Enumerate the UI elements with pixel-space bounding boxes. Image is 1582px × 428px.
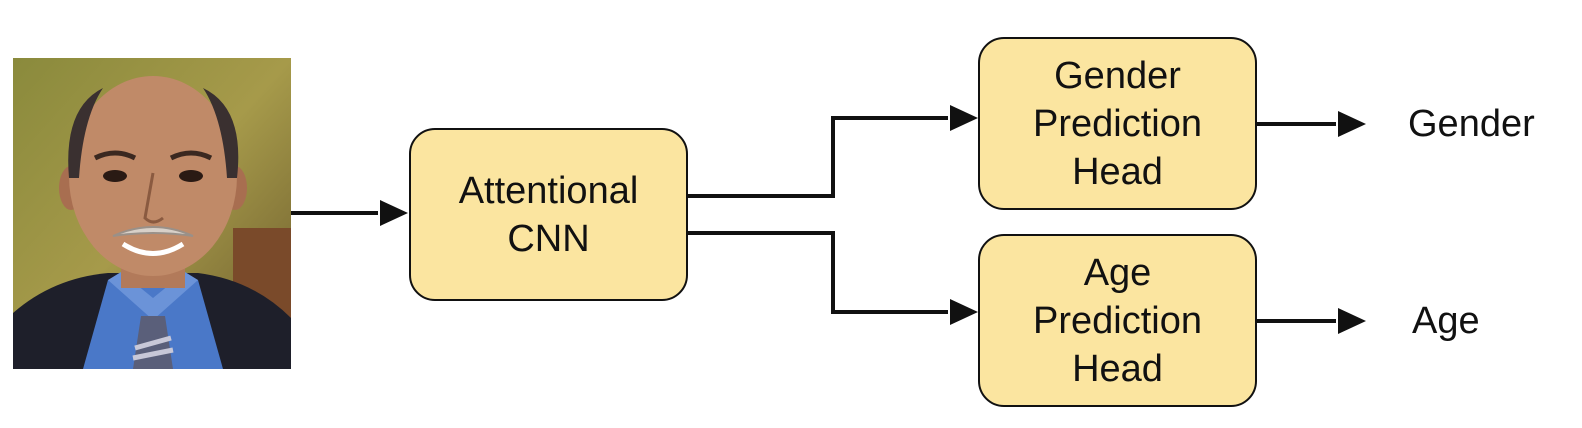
arrowhead-cnn [380,200,408,226]
age-head-label-line-3: Head [1072,347,1163,390]
gender-head-label-line-2: Prediction [1033,102,1202,145]
face-photo-icon [13,58,291,369]
arrow-cnn-to-age-head [688,231,948,314]
gender-prediction-head-box: Gender Prediction Head [978,37,1257,210]
age-head-label-line-1: Age [1083,251,1152,294]
cnn-label-line-2: CNN [507,217,590,260]
arrow-cnn-to-gender-head [688,116,948,198]
age-prediction-head-box: Age Prediction Head [978,234,1257,407]
arrowhead-age-output [1338,308,1366,334]
gender-head-label-line-3: Head [1072,150,1163,193]
attentional-cnn-box: Attentional CNN [409,128,688,301]
gender-head-label-line-1: Gender [1054,54,1181,97]
arrowhead-gender-head [950,105,978,131]
cnn-label-line-1: Attentional [458,169,639,212]
age-head-label-line-2: Prediction [1033,299,1202,342]
input-face-photo [13,58,291,369]
gender-output-label: Gender [1408,103,1535,145]
age-output-label: Age [1412,300,1480,342]
arrowhead-gender-output [1338,111,1366,137]
arrowhead-age-head [950,299,978,325]
